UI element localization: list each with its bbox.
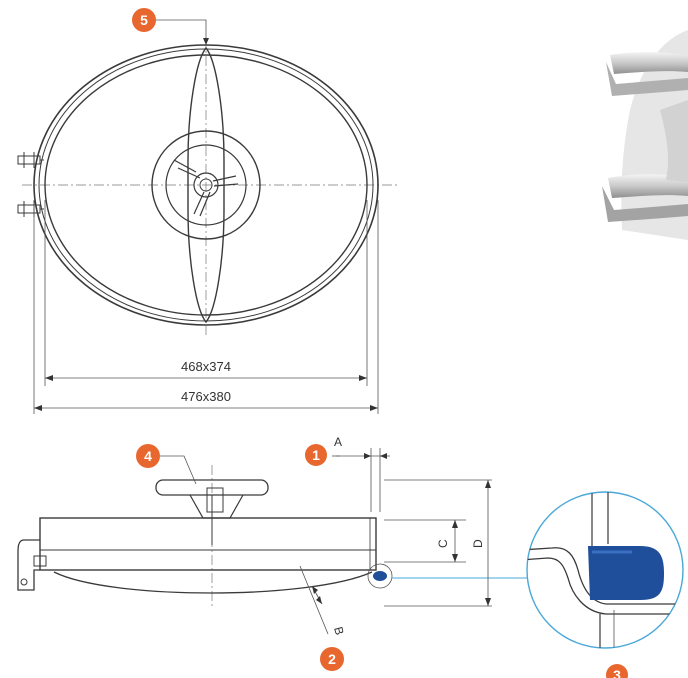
gasket-detail bbox=[526, 491, 684, 649]
callout-2: 2 bbox=[320, 647, 344, 671]
svg-text:4: 4 bbox=[144, 448, 152, 464]
dished-end bbox=[53, 571, 373, 594]
cover-body bbox=[39, 517, 377, 571]
dimension-b-label: B bbox=[331, 625, 347, 636]
inner-oval bbox=[44, 54, 368, 316]
callout-3: 3 bbox=[606, 664, 628, 678]
callout-1: 1 bbox=[305, 444, 327, 466]
dimension-a-label: A bbox=[334, 435, 342, 449]
callout-4-leader bbox=[160, 455, 197, 485]
inner-dimension-label: 468x374 bbox=[181, 359, 231, 374]
top-view: 468x374 476x380 bbox=[17, 19, 400, 414]
callout-5-leader bbox=[155, 19, 207, 44]
dimension-c-label: C bbox=[436, 539, 450, 548]
hinge-bolts bbox=[17, 152, 44, 217]
cross-bar bbox=[187, 46, 225, 324]
callout-2-leader bbox=[299, 565, 329, 635]
side-hinge bbox=[17, 539, 47, 591]
callout-4: 4 bbox=[136, 444, 160, 468]
side-view: A C D B bbox=[17, 435, 528, 637]
svg-text:1: 1 bbox=[312, 447, 320, 463]
dimension-d-label: D bbox=[471, 539, 485, 548]
callout-5: 5 bbox=[132, 8, 156, 32]
svg-text:3: 3 bbox=[613, 667, 621, 678]
handwheel-top bbox=[151, 130, 261, 240]
svg-text:5: 5 bbox=[140, 12, 148, 28]
svg-text:2: 2 bbox=[328, 651, 336, 667]
outer-dimension-label: 476x380 bbox=[181, 389, 231, 404]
handwheel-side bbox=[155, 479, 269, 545]
product-photo-crop bbox=[602, 30, 688, 240]
gasket-side bbox=[373, 571, 387, 581]
